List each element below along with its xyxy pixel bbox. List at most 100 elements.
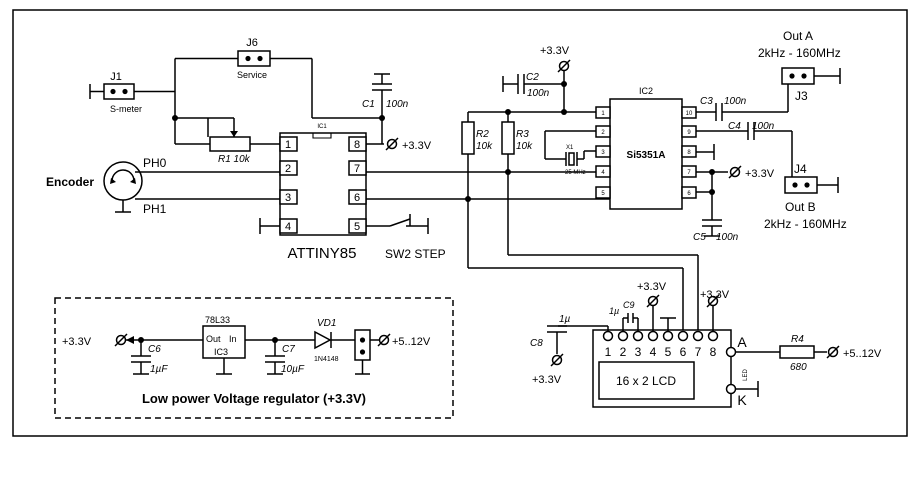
power-terminal-icon [378, 334, 390, 346]
out-b-label: Out B [785, 200, 816, 214]
c6-label: C6 [148, 344, 161, 355]
attiny-pin-6: 6 [354, 192, 360, 204]
attiny-pin-3: 3 [285, 192, 291, 204]
lcd-pin-1: 1 [605, 345, 612, 359]
power-terminal-icon [115, 334, 127, 346]
j4-label: J4 [794, 162, 807, 176]
si-pin-2: 2 [601, 130, 605, 136]
r4-vin-label: +5..12V [843, 348, 882, 360]
junction [561, 81, 567, 87]
connector-pin [359, 337, 366, 343]
regulator-box [54, 297, 454, 419]
power-terminal-slash [706, 294, 720, 308]
regulator-in-pin: In [229, 334, 237, 344]
regulator-title: Low power Voltage regulator (+3.3V) [142, 391, 366, 406]
si-pin-10: 10 [686, 111, 693, 117]
jumper-j3 [781, 67, 841, 85]
encoder-label: Encoder [46, 175, 94, 189]
r4-label: R4 [791, 334, 804, 345]
c8-label: C8 [530, 338, 543, 349]
si-pin-1: 1 [601, 111, 605, 117]
resistor-r3 [501, 121, 515, 155]
power-terminal-slash [646, 294, 660, 308]
r2-label: R2 [476, 129, 489, 140]
r4-value: 680 [790, 362, 807, 373]
lcd-anode-label: A [737, 334, 747, 350]
jumper-j6 [175, 50, 382, 119]
c2-value: 100n [527, 88, 550, 99]
attiny-pin-8: 8 [354, 139, 360, 151]
power-terminal-slash [557, 59, 571, 73]
power-terminal-icon [551, 354, 563, 366]
lcd-vcc-label: +3.3V [637, 281, 667, 293]
attiny-pin-2: 2 [285, 163, 291, 175]
lcd-vcc2-label: +3.3V [700, 289, 730, 301]
lcd-pin-5: 5 [665, 345, 672, 359]
power-terminal-slash [826, 345, 840, 359]
chip-title: ATTINY85 [288, 245, 357, 262]
c3-label: C3 [700, 96, 713, 107]
attiny85-chip [279, 132, 367, 236]
input-connector [354, 329, 371, 361]
capacitor-c1 [372, 73, 392, 144]
r2-value: 10k [476, 141, 493, 152]
si-vcc-label: +3.3V [745, 168, 775, 180]
c4-label: C4 [728, 121, 741, 132]
c5-value: 100n [716, 232, 739, 243]
junction [465, 196, 471, 202]
c3-value: 100n [724, 96, 747, 107]
schematic-frame [12, 9, 908, 437]
r3-label: R3 [516, 129, 529, 140]
junction [709, 169, 715, 175]
junction [709, 189, 715, 195]
switch-label: SW2 STEP [385, 247, 446, 261]
regulator-ic-name: 78L33 [205, 315, 230, 325]
lcd-label: 16 x 2 LCD [616, 374, 676, 388]
power-terminal-icon [707, 295, 719, 307]
power-terminal-slash [114, 333, 128, 347]
j6-label: J6 [246, 37, 258, 49]
attiny-pin-7: 7 [354, 163, 360, 175]
ph1-label: PH1 [143, 202, 167, 216]
out-b-range: 2kHz - 160MHz [764, 217, 847, 231]
junction [505, 169, 511, 175]
c9-label: C9 [623, 300, 635, 310]
j3-label: J3 [795, 89, 808, 103]
crystal-x1 [544, 130, 596, 166]
r1-label: R1 10k [218, 154, 251, 165]
jumper-j4 [784, 176, 839, 194]
reg-out-label: +3.3V [62, 336, 92, 348]
ic2-vcc-label: +3.3V [540, 45, 570, 57]
lcd-cathode-label: K [737, 392, 747, 408]
lcd-pin-3: 3 [635, 345, 642, 359]
diode-icon [314, 330, 332, 350]
attiny-pin-4: 4 [285, 221, 291, 233]
c7-value: 10µF [281, 364, 305, 375]
diode-label: VD1 [317, 318, 336, 329]
ic2-ref: IC2 [639, 86, 653, 96]
resistor-r2 [461, 121, 475, 155]
connector-pin [359, 349, 366, 355]
c2-label: C2 [526, 72, 539, 83]
wiper-arrow-icon [230, 131, 238, 137]
si5351-part: Si5351A [627, 150, 666, 161]
reg-in-label: +5..12V [392, 336, 431, 348]
si-pin-9: 9 [687, 130, 691, 136]
power-terminal-icon [647, 295, 659, 307]
c8-value: 1µ [559, 314, 571, 325]
jumper-j1 [89, 83, 175, 100]
out-a-range: 2kHz - 160MHz [758, 46, 841, 60]
c6-value: 1µF [150, 364, 168, 375]
power-terminal-slash [385, 137, 399, 151]
regulator-ic [202, 325, 246, 359]
si5351-chip [595, 98, 697, 210]
power-terminal-icon [558, 60, 570, 72]
c7-label: C7 [282, 344, 295, 355]
power-terminal-icon [827, 346, 839, 358]
encoder-symbol [103, 161, 143, 213]
lcd-pin-2: 2 [620, 345, 627, 359]
arrow-icon [126, 336, 134, 344]
capacitor-c2 [502, 70, 565, 112]
power-terminal-slash [550, 353, 564, 367]
